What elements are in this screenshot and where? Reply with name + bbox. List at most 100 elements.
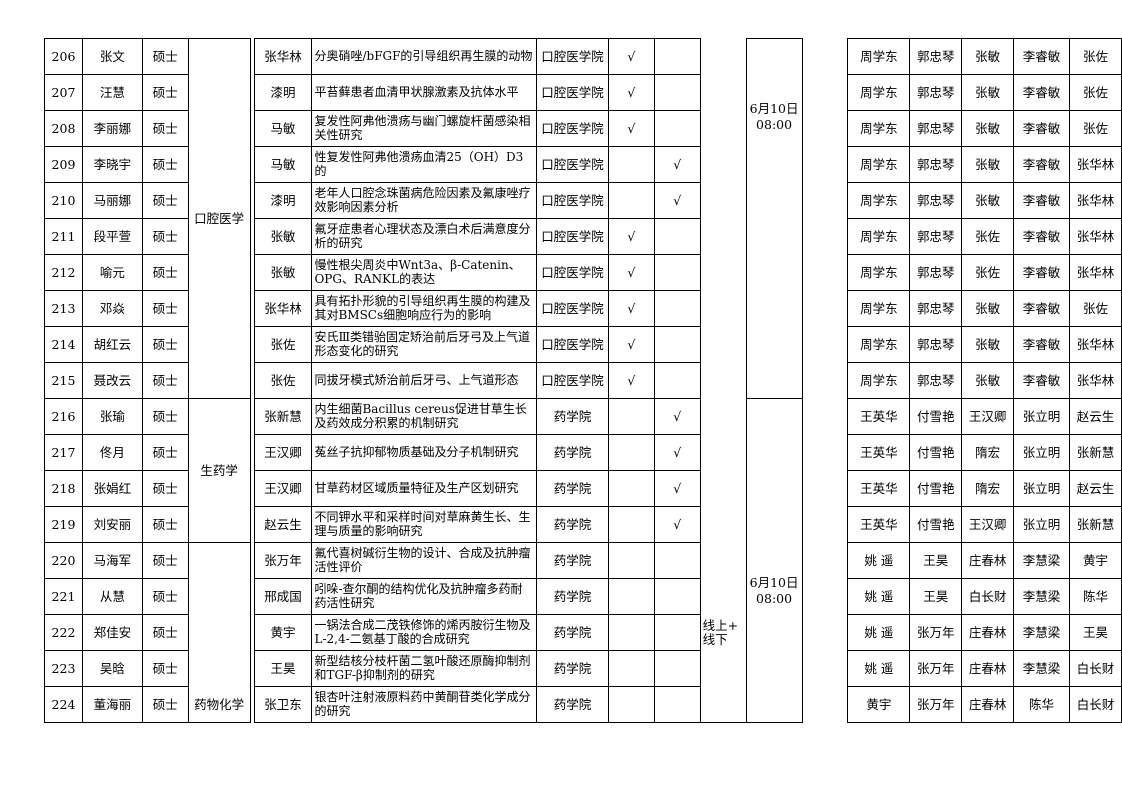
- cell-spacer-2: [801, 578, 849, 615]
- cell-no: 216: [44, 398, 83, 435]
- cell-degree: 硕士: [141, 254, 189, 291]
- cell-degree: 硕士: [141, 470, 189, 507]
- cell-degree: 硕士: [141, 110, 189, 147]
- cell-check-2: [653, 650, 701, 687]
- cell-no: 224: [44, 686, 83, 723]
- cell-degree: 硕士: [141, 506, 189, 543]
- cell-thesis-title: 具有拓扑形貌的引导组织再生膜的构建及其对BMSCs细胞响应行为的影响: [311, 290, 538, 327]
- cell-judge-4: 李睿敏: [1013, 146, 1070, 183]
- cell-check-2: [653, 74, 701, 111]
- cell-degree: 硕士: [141, 146, 189, 183]
- cell-student-name: 佟月: [81, 434, 143, 471]
- cell-spacer-2: [801, 362, 849, 399]
- cell-student-name: 胡红云: [81, 326, 143, 363]
- cell-spacer-2: [801, 614, 849, 651]
- cell-judge-5: 张佐: [1068, 110, 1122, 147]
- cell-judge-5: 张佐: [1068, 290, 1122, 327]
- cell-judge-3: 王汉卿: [961, 398, 1015, 435]
- cell-spacer-2: [801, 470, 849, 507]
- cell-check-2: [653, 290, 701, 327]
- cell-judge-2: 郭忠琴: [909, 146, 963, 183]
- cell-judge-4: 张立明: [1013, 434, 1070, 471]
- cell-student-name: 邓焱: [81, 290, 143, 327]
- cell-judge-4: 李睿敏: [1013, 182, 1070, 219]
- cell-judge-3: 庄春林: [961, 650, 1015, 687]
- cell-college: 口腔医学院: [536, 110, 609, 147]
- cell-check-2: [653, 326, 701, 363]
- cell-college: 口腔医学院: [536, 362, 609, 399]
- cell-thesis-title: 同拔牙模式矫治前后牙弓、上气道形态: [311, 362, 538, 399]
- cell-college: 口腔医学院: [536, 146, 609, 183]
- cell-spacer-2: [801, 218, 849, 255]
- cell-check-2: √: [653, 434, 701, 471]
- cell-degree: 硕士: [141, 686, 189, 723]
- cell-check-1: √: [607, 38, 655, 75]
- cell-judge-3: 张敏: [961, 326, 1015, 363]
- cell-advisor: 张敏: [253, 218, 313, 255]
- cell-thesis-title: 分奥硝唑/bFGF的引导组织再生膜的动物: [311, 38, 538, 75]
- cell-judge-1: 周学东: [847, 146, 911, 183]
- cell-judge-4: 李慧梁: [1013, 542, 1070, 579]
- cell-judge-3: 隋宏: [961, 470, 1015, 507]
- cell-judge-5: 张华林: [1068, 218, 1122, 255]
- cell-judge-2: 郭忠琴: [909, 290, 963, 327]
- cell-advisor: 王汉卿: [253, 470, 313, 507]
- cell-judge-3: 张敏: [961, 182, 1015, 219]
- cell-student-name: 张娟红: [81, 470, 143, 507]
- cell-judge-1: 姚 遥: [847, 578, 911, 615]
- cell-degree: 硕士: [141, 218, 189, 255]
- cell-judge-5: 张新慧: [1068, 506, 1122, 543]
- cell-thesis-title: 性复发性阿弗他溃疡血清25（OH）D3的: [311, 146, 538, 183]
- cell-judge-3: 张敏: [961, 74, 1015, 111]
- cell-judge-3: 张敏: [961, 362, 1015, 399]
- cell-spacer-2: [801, 38, 849, 75]
- cell-judge-1: 黄宇: [847, 686, 911, 723]
- cell-check-2: [653, 218, 701, 255]
- cell-college: 口腔医学院: [536, 218, 609, 255]
- cell-no: 209: [44, 146, 83, 183]
- cell-no: 222: [44, 614, 83, 651]
- cell-check-2: √: [653, 146, 701, 183]
- cell-judge-2: 付雪艳: [909, 506, 963, 543]
- cell-check-1: √: [607, 290, 655, 327]
- cell-degree: 硕士: [141, 434, 189, 471]
- cell-student-name: 吴晗: [81, 650, 143, 687]
- cell-thesis-title: 内生细菌Bacillus cereus促进甘草生长及药效成分积累的机制研究: [311, 398, 538, 435]
- cell-student-name: 李丽娜: [81, 110, 143, 147]
- cell-judge-3: 张敏: [961, 146, 1015, 183]
- cell-student-name: 汪慧: [81, 74, 143, 111]
- cell-judge-5: 白长财: [1068, 686, 1122, 723]
- cell-check-1: √: [607, 254, 655, 291]
- cell-judge-4: 李睿敏: [1013, 290, 1070, 327]
- cell-judge-1: 周学东: [847, 290, 911, 327]
- cell-judge-1: 王英华: [847, 470, 911, 507]
- cell-degree: 硕士: [141, 398, 189, 435]
- cell-advisor: 王汉卿: [253, 434, 313, 471]
- cell-spacer-2: [801, 398, 849, 435]
- cell-judge-2: 郭忠琴: [909, 218, 963, 255]
- cell-thesis-title: 甘草药材区域质量特征及生产区划研究: [311, 470, 538, 507]
- cell-no: 221: [44, 578, 83, 615]
- cell-judge-1: 王英华: [847, 434, 911, 471]
- cell-thesis-title: 氟牙症患者心理状态及漂白术后满意度分析的研究: [311, 218, 538, 255]
- cell-judge-5: 张华林: [1068, 254, 1122, 291]
- cell-college: 口腔医学院: [536, 290, 609, 327]
- cell-college: 药学院: [536, 650, 609, 687]
- cell-check-2: [653, 110, 701, 147]
- cell-judge-1: 姚 遥: [847, 650, 911, 687]
- cell-check-1: √: [607, 74, 655, 111]
- cell-check-2: [653, 578, 701, 615]
- cell-judge-1: 周学东: [847, 38, 911, 75]
- cell-check-1: [607, 182, 655, 219]
- cell-judge-4: 李睿敏: [1013, 38, 1070, 75]
- cell-degree: 硕士: [141, 578, 189, 615]
- cell-student-name: 张文: [81, 38, 143, 75]
- cell-mode: [699, 686, 747, 723]
- cell-spacer-2: [801, 434, 849, 471]
